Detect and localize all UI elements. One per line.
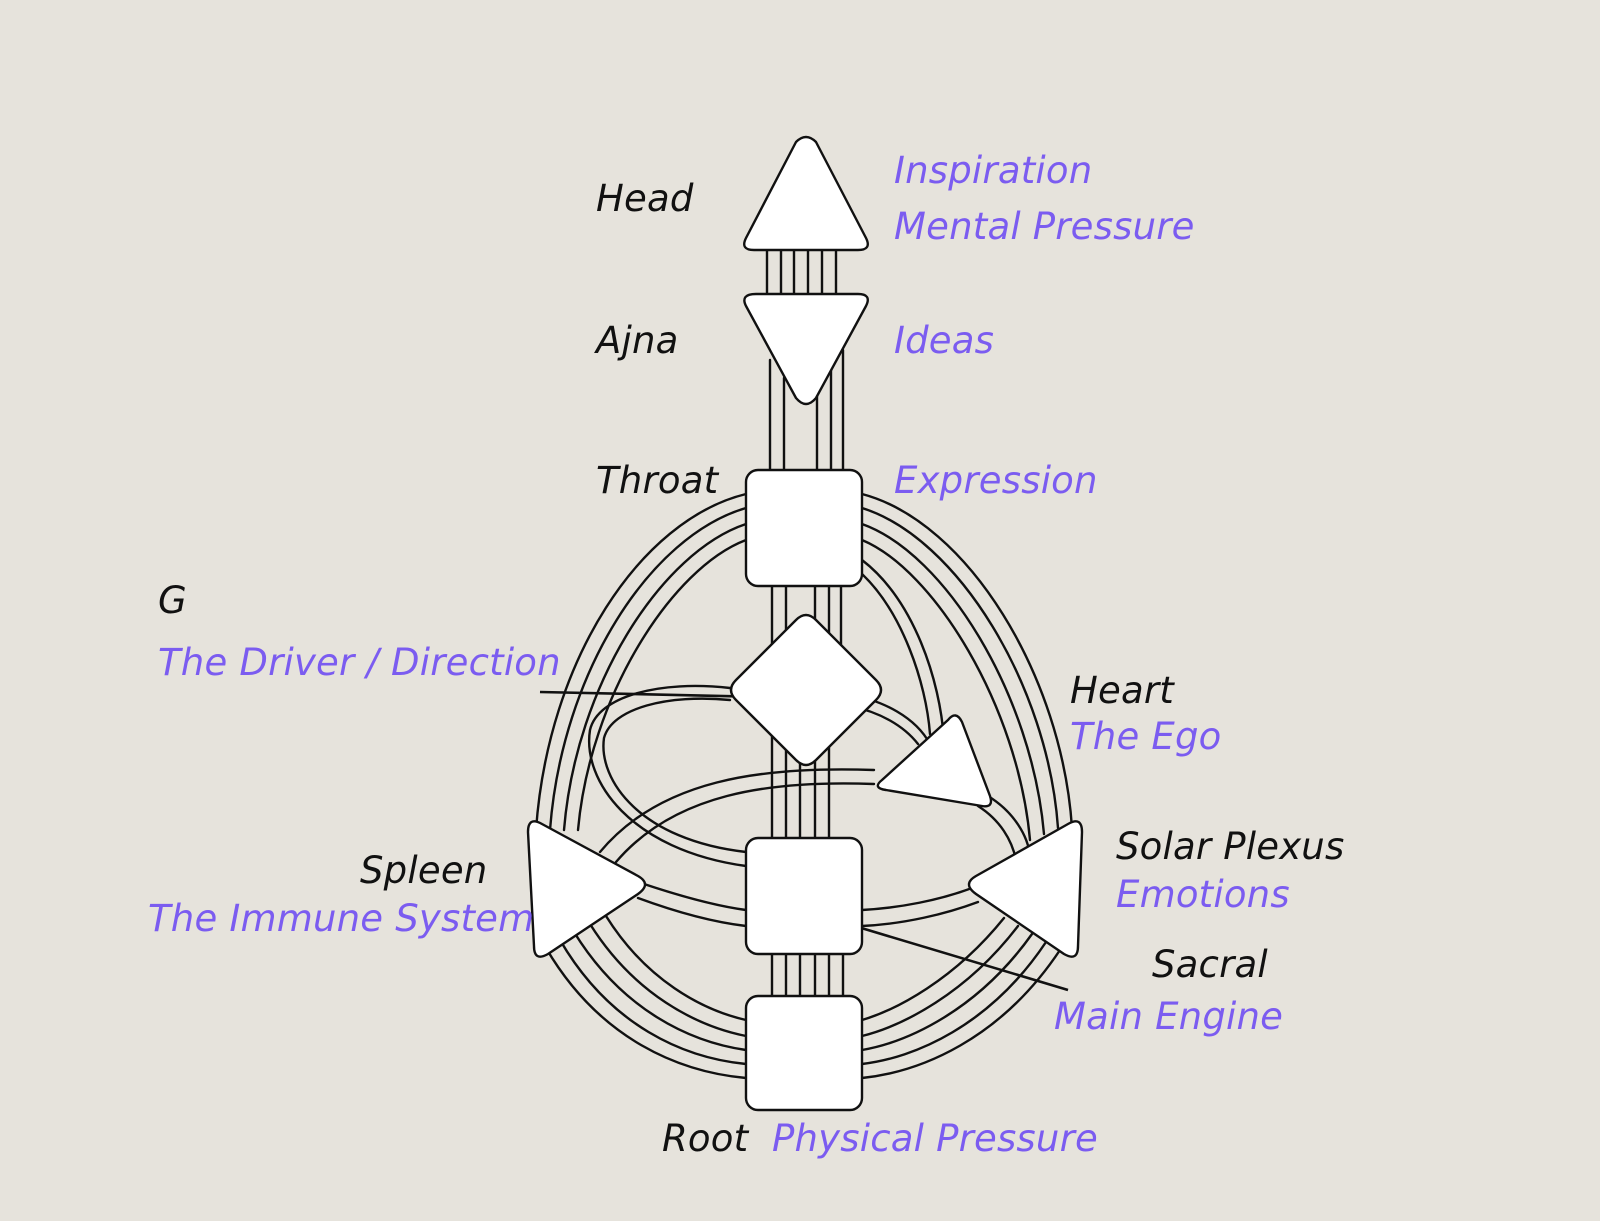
head-center: [743, 135, 869, 252]
channel-heart-spleen: [598, 768, 876, 864]
root-desc: Physical Pressure: [772, 1117, 1098, 1160]
spleen-center: [526, 820, 647, 958]
heart-desc: The Ego: [1070, 715, 1222, 758]
channel-spleen-sacral: [636, 882, 748, 928]
spleen-desc: The Immune System: [148, 897, 535, 940]
centers: [526, 135, 1084, 1112]
g-center: [729, 613, 883, 767]
channel-throat-heart: [860, 558, 946, 742]
heart-label: Heart: [1070, 669, 1174, 712]
head-desc-2: Mental Pressure: [894, 205, 1195, 248]
ajna-label: Ajna: [596, 319, 679, 362]
channel-solar-root: [860, 916, 1062, 1080]
spleen-label: Spleen: [360, 849, 488, 892]
g-label: G: [158, 579, 187, 622]
solar-plexus-label: Solar Plexus: [1116, 825, 1345, 868]
channels: [534, 246, 1074, 1080]
channel-throat-spleen-outer: [534, 492, 748, 832]
solar-plexus-center: [967, 820, 1084, 958]
throat-label: Throat: [596, 459, 719, 502]
channel-sacral-root: [770, 948, 845, 998]
head-label: Head: [596, 177, 694, 220]
g-desc: The Driver / Direction: [158, 641, 561, 684]
sacral-desc: Main Engine: [1054, 995, 1284, 1038]
channel-spleen-root: [544, 914, 748, 1080]
sacral-label: Sacral: [1152, 943, 1268, 986]
head-desc-1: Inspiration: [894, 149, 1093, 192]
throat-desc: Expression: [894, 459, 1098, 502]
solar-plexus-desc: Emotions: [1116, 873, 1290, 916]
ajna-center: [743, 292, 869, 406]
root-label: Root: [662, 1117, 749, 1160]
channel-head-ajna: [765, 246, 838, 298]
sacral-center: [744, 836, 864, 956]
pointer-line-sacral: [847, 922, 1069, 992]
channel-ajna-throat: [768, 348, 845, 472]
pointer-line-g: [539, 690, 769, 699]
channel-throat-solar-outer: [860, 492, 1074, 842]
heart-center: [876, 714, 993, 808]
channel-sacral-solar: [860, 886, 980, 928]
throat-center: [744, 468, 864, 588]
root-center: [744, 994, 864, 1112]
ajna-desc: Ideas: [894, 319, 995, 362]
